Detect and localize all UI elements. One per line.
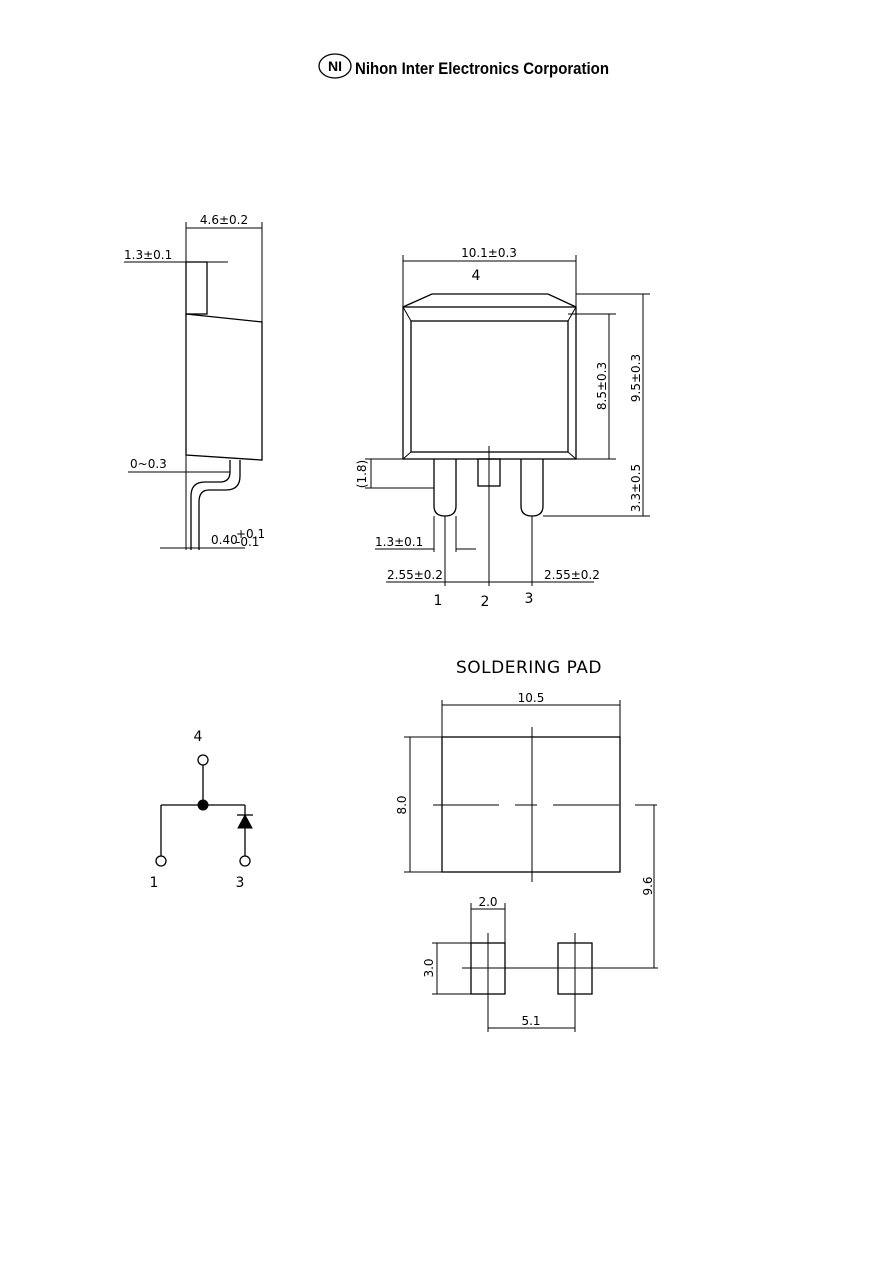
dim-small-pad-height: 3.0: [422, 958, 436, 977]
schematic-pin-4: 4: [194, 729, 203, 745]
diode-icon: [237, 813, 253, 829]
dim-pitch-right: 2.55±0.2: [544, 568, 600, 582]
front-body-inner: [410, 320, 569, 453]
dim-body-height: 8.5±0.3: [595, 362, 609, 410]
terminal-3-icon: [239, 855, 251, 867]
dim-standoff: 0~0.3: [130, 457, 167, 471]
dim-lead-length: 3.3±0.5: [629, 464, 643, 512]
side-lead-outer: [190, 460, 231, 550]
front-tab-chamfer: [402, 293, 577, 308]
dim-lead-thickness: 0.40: [211, 533, 238, 547]
schematic-pin-3: 3: [236, 875, 245, 891]
dim-tab-thickness: 1.3±0.1: [124, 248, 172, 262]
soldering-pad-title: SOLDERING PAD: [456, 658, 602, 678]
dim-lead-bend: (1.8): [355, 460, 369, 488]
side-lead-inner: [198, 460, 241, 550]
dim-small-pad-width: 2.0: [478, 895, 497, 909]
schematic-pin-1: 1: [150, 875, 159, 891]
logo-text: NI: [328, 58, 342, 74]
terminal-1-icon: [155, 855, 167, 867]
side-tab: [185, 261, 208, 315]
dim-body-width: 10.1±0.3: [461, 246, 517, 260]
dim-center-distance: 9.6: [641, 876, 655, 895]
tab-pin-label: 4: [472, 268, 481, 284]
soldering-pad-drawing: SOLDERING PAD 10.5 8.0 9.6 2.0 3.: [395, 658, 658, 1032]
side-body: [185, 313, 263, 461]
nihon-inter-logo-icon: NI: [318, 53, 352, 79]
company-name: Nihon Inter Electronics Corporation: [355, 59, 609, 78]
dim-total-height: 9.5±0.3: [629, 354, 643, 402]
dim-pad-height: 8.0: [395, 795, 409, 814]
pin-label-1: 1: [434, 593, 443, 609]
dim-pad-width: 10.5: [518, 691, 545, 705]
front-lead-1: [433, 459, 457, 517]
pin-label-3: 3: [525, 591, 534, 607]
front-view-drawing: 10.1±0.3 4 8.5±0.3 9.5±0.3 3.3±0.5 (1.8)…: [355, 246, 650, 610]
dim-pitch-left: 2.55±0.2: [387, 568, 443, 582]
dim-body-thickness: 4.6±0.2: [200, 213, 248, 227]
pin-label-2: 2: [481, 594, 490, 610]
dim-small-pad-pitch: 5.1: [521, 1014, 540, 1028]
company-header: NI Nihon Inter Electronics Corporation: [318, 53, 609, 79]
side-view-drawing: 4.6±0.2 1.3±0.1 0~0.3 0.40 +0.1 -0.1: [124, 213, 265, 550]
schematic-symbol: 4 1 3: [150, 729, 253, 891]
terminal-4-icon: [197, 754, 209, 766]
front-lead-3: [520, 459, 544, 517]
front-body-outer: [402, 306, 577, 460]
dim-lead-width: 1.3±0.1: [375, 535, 423, 549]
dim-lead-tol-minus: -0.1: [236, 535, 259, 549]
dim-lead-tol-plus: +0.1: [236, 527, 265, 541]
